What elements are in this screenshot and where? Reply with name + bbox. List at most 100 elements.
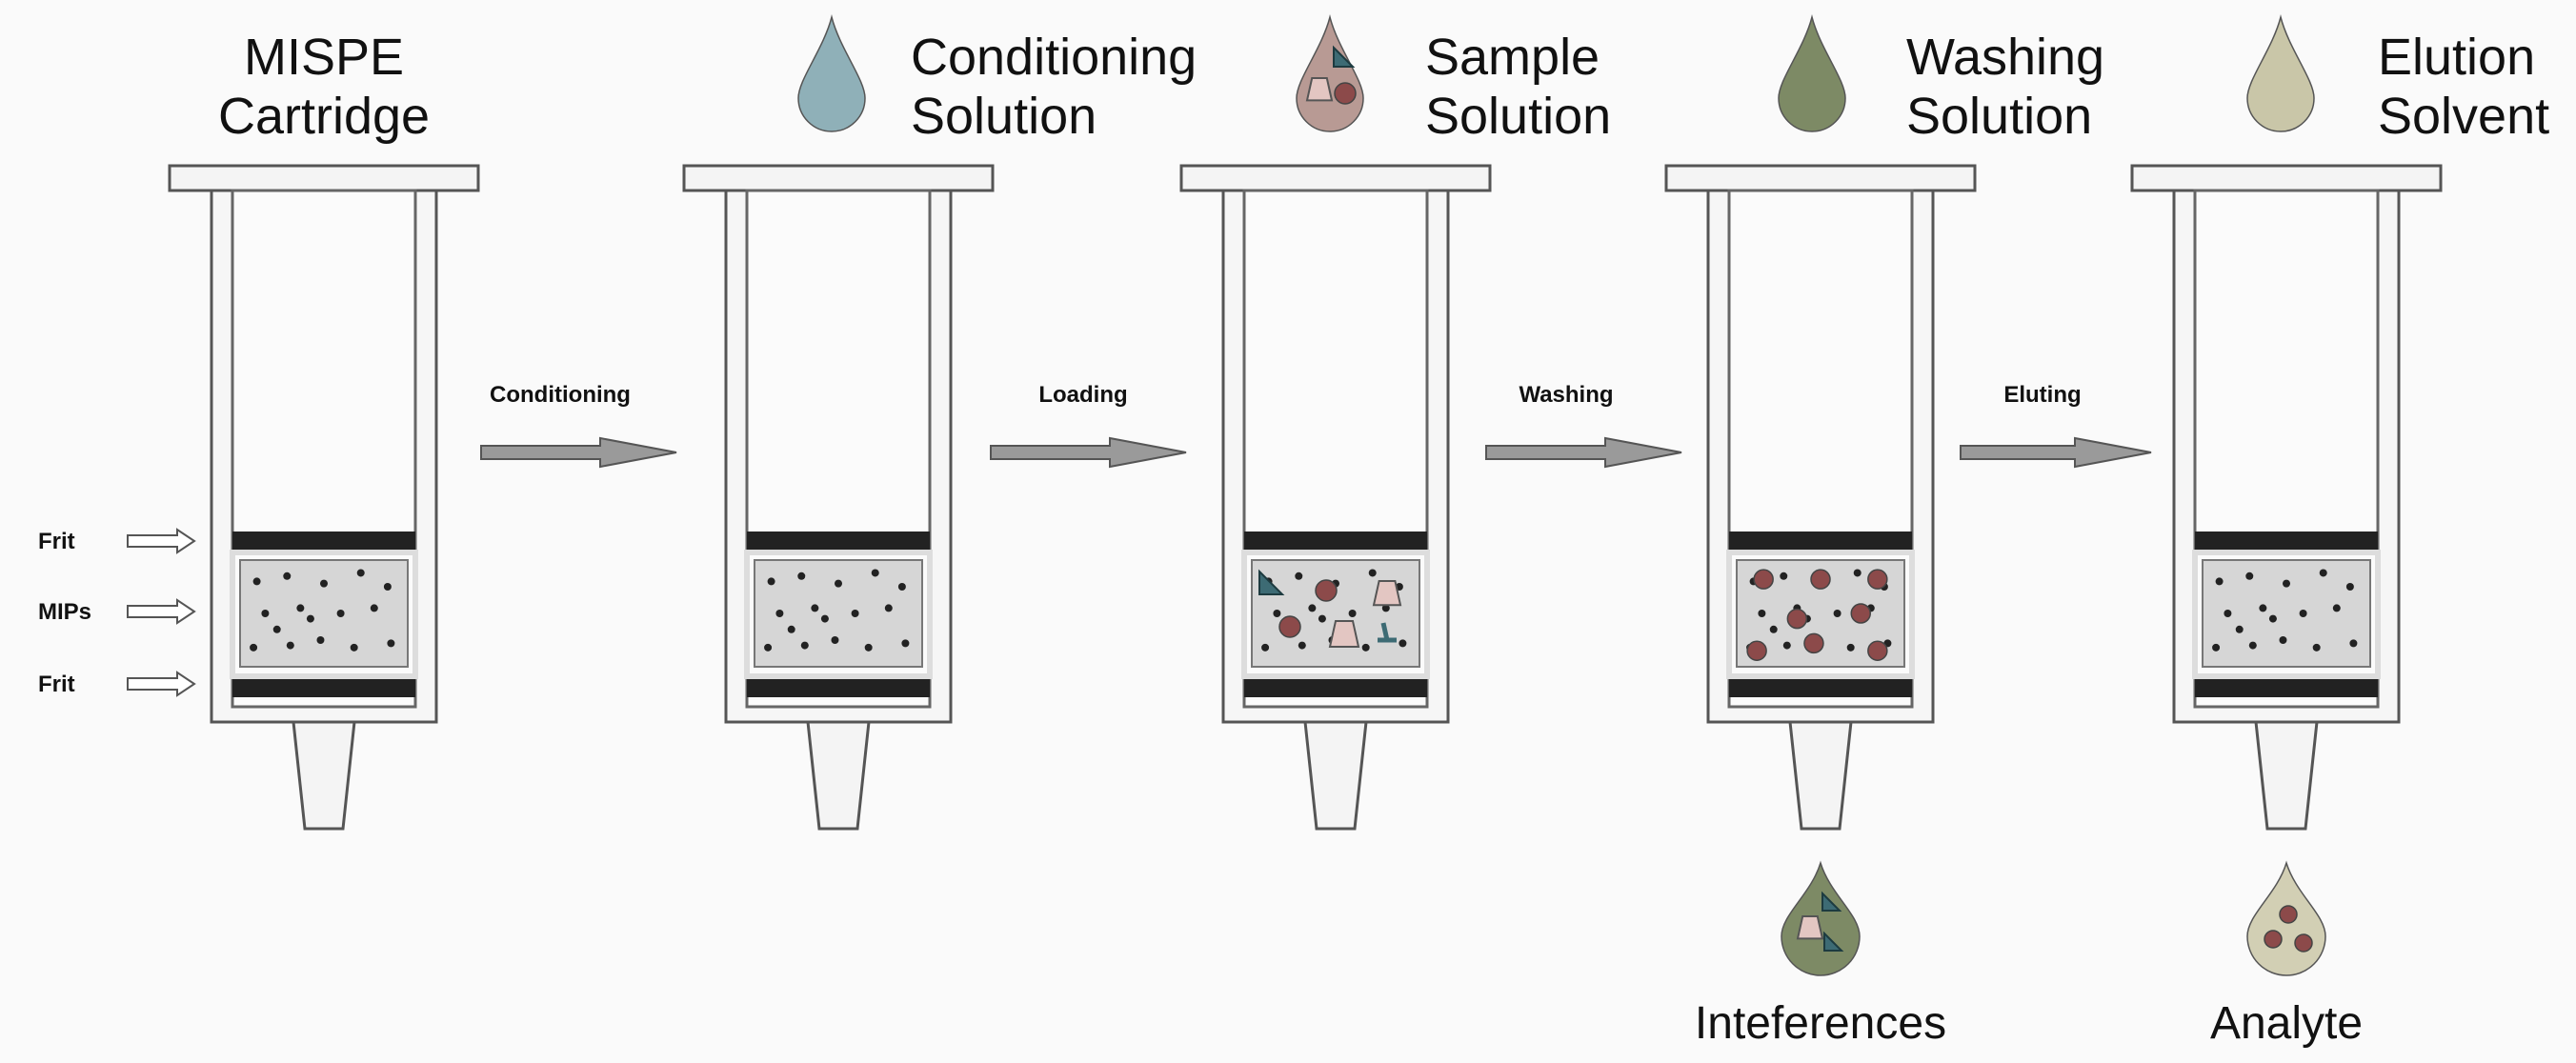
step-washing: Washing (1485, 382, 1682, 469)
mip-site-dot (835, 579, 842, 588)
mip-site-dot (767, 577, 775, 586)
mip-site-dot (1381, 604, 1390, 612)
mip-site-dot (320, 579, 328, 588)
frit-top (1244, 532, 1427, 552)
interference-cup (1796, 915, 1824, 940)
bed-border (1726, 550, 1915, 679)
cartridge-title-line: Solution (1425, 88, 1611, 145)
mip-site-dot (820, 614, 829, 623)
part-label-2: MIPs (38, 598, 196, 625)
mip-site-dot (897, 583, 906, 591)
mip-site-dot (252, 577, 261, 586)
mip-site-dot (2212, 643, 2221, 652)
analyte-dot (1850, 603, 1871, 624)
mip-site-dot (1368, 569, 1377, 577)
mip-site-dot (2279, 636, 2287, 644)
cartridge-tip (806, 720, 871, 831)
mip-site-dot (2259, 604, 2267, 612)
frit-top (232, 532, 415, 552)
tri-stem (1380, 622, 1390, 641)
step-conditioning: Conditioning (480, 382, 677, 469)
mip-site-dot (2248, 641, 2257, 650)
mip-site-dot (2319, 569, 2327, 577)
mip-site-dot (250, 643, 258, 652)
step-arrow (1485, 436, 1682, 469)
frit-top (747, 532, 930, 552)
bed-border (744, 550, 933, 679)
interference-triangle (1821, 891, 1842, 912)
part-label-text: Frit (38, 672, 75, 697)
mip-site-dot (901, 639, 910, 648)
cartridge-title-line: Cartridge (218, 88, 430, 145)
step-label: Conditioning (490, 382, 631, 408)
mip-site-dot (2215, 577, 2224, 586)
mip-site-dot (350, 643, 358, 652)
cartridge-tip (292, 720, 356, 831)
output-label: Analyte (2210, 998, 2363, 1049)
mip-site-dot (764, 643, 773, 652)
mip-site-dot (316, 636, 325, 644)
mip-site-dot (2224, 610, 2232, 617)
analyte-dot (1278, 615, 1301, 638)
mip-site-dot (2349, 639, 2358, 648)
mip-site-dot (1846, 643, 1855, 652)
mip-site-dot (261, 610, 270, 617)
cartridge-tip (1303, 720, 1368, 831)
cartridge-title-line: Solution (1906, 88, 2092, 145)
frit-bottom (1244, 676, 1427, 697)
cartridge-tip (1788, 720, 1853, 831)
mip-site-dot (2283, 579, 2290, 588)
cartridges-group: MISPECartridgeConditioningSolutionSample… (168, 14, 2549, 1049)
step-loading: Loading (990, 382, 1187, 469)
mip-site-dot (1298, 641, 1306, 650)
cartridge-title-line: Sample (1425, 29, 1600, 86)
mip-site-dot (387, 639, 395, 648)
cartridge-flange (1179, 164, 1492, 192)
cartridge-title-line: Washing (1906, 29, 2104, 86)
mip-site-dot (1295, 572, 1303, 580)
mip-site-dot (383, 583, 392, 591)
frit-top (2195, 532, 2378, 552)
output-drop (1781, 860, 1861, 976)
mip-site-dot (787, 625, 795, 633)
part-pointer-arrow (127, 598, 196, 625)
analyte-dot (1746, 640, 1767, 661)
cartridge-title-line: Solution (911, 88, 1097, 145)
mip-site-dot (864, 643, 873, 652)
cartridge-title-line: MISPE (244, 29, 404, 86)
interference-triangle (1823, 931, 1844, 952)
step-arrow (990, 436, 1187, 469)
mip-site-dot (2345, 583, 2354, 591)
step-label: Eluting (2003, 382, 2081, 408)
mip-site-dot (1273, 610, 1281, 617)
mip-site-dot (775, 610, 784, 617)
mip-site-dot (1261, 643, 1270, 652)
analyte-dot (1786, 608, 1808, 630)
mip-site-dot (370, 604, 378, 612)
mip-site-dot (1833, 610, 1841, 617)
part-label-text: Frit (38, 529, 75, 554)
interference-cup (1372, 580, 1402, 607)
analyte-dot (2294, 933, 2313, 953)
cartridge-title-line: Conditioning (911, 29, 1197, 86)
mip-site-dot (2235, 625, 2244, 633)
mip-site-dot (1782, 641, 1791, 650)
solution-drop (797, 14, 866, 132)
output-label: Inteferences (1695, 998, 1946, 1049)
mip-site-dot (1769, 625, 1778, 633)
mip-site-dot (1308, 604, 1317, 612)
mip-site-dot (1758, 610, 1766, 617)
bed-border (2192, 550, 2381, 679)
mip-site-dot (306, 614, 314, 623)
mip-site-dot (884, 604, 893, 612)
analyte-dot (1810, 569, 1831, 590)
part-pointer-arrow (127, 528, 196, 554)
solution-drop (2246, 14, 2315, 132)
solution-drop (1778, 14, 1846, 132)
mip-site-dot (2312, 643, 2321, 652)
mip-site-dot (283, 572, 292, 580)
